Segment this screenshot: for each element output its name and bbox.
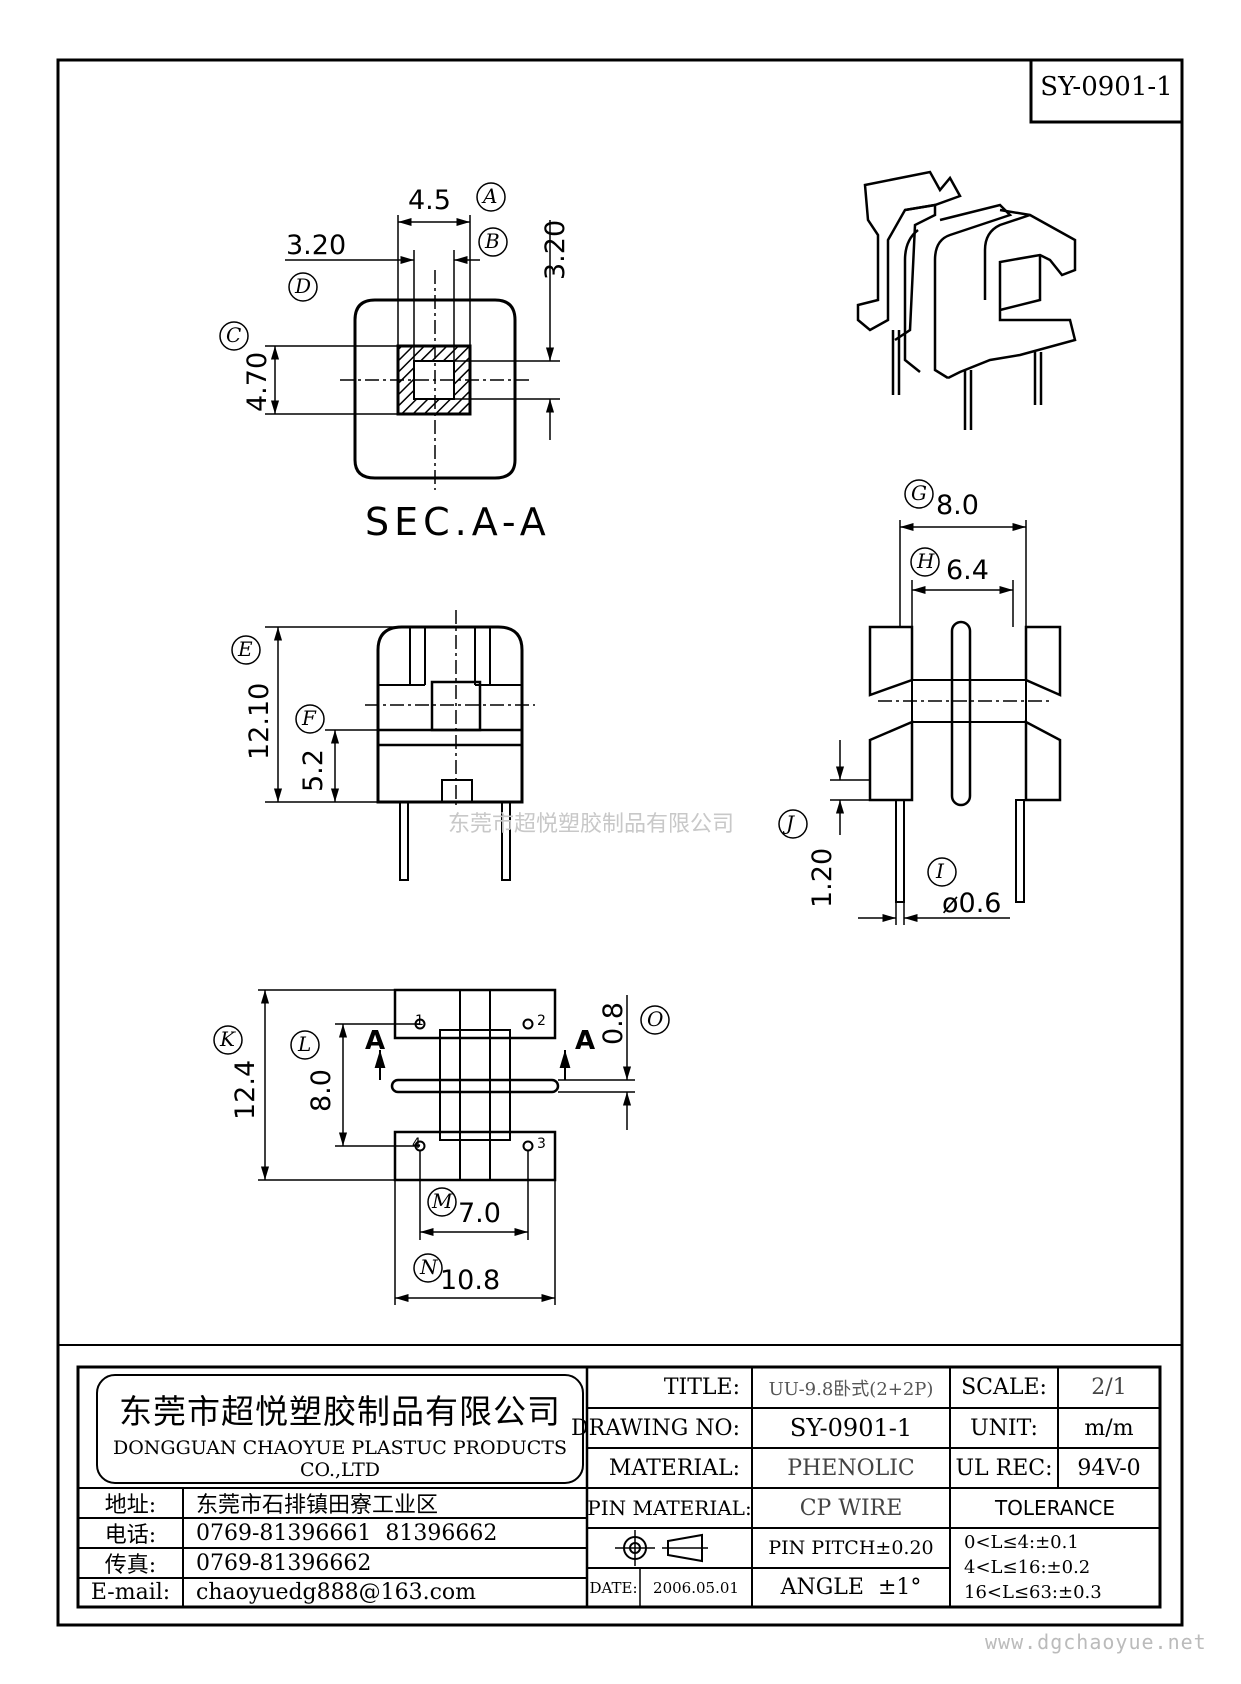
section-mark-left: A	[365, 1026, 386, 1056]
callout-j: J	[786, 811, 795, 835]
pin-material-label: PIN MATERIAL:	[587, 1496, 752, 1520]
callout-i: I	[936, 859, 944, 883]
dim-10-8: 10.8	[440, 1265, 501, 1296]
dim-0-8: 0.8	[598, 1002, 629, 1045]
callout-circles	[213, 182, 957, 1283]
section-view	[265, 215, 560, 490]
pin-material-value: CP WIRE	[799, 1495, 903, 1521]
phone-label: 电话:	[104, 1523, 157, 1548]
bottom-view	[258, 988, 635, 1305]
tolerance-label: TOLERANCE	[994, 1496, 1116, 1520]
address-value: 东莞市石排镇田寮工业区	[196, 1493, 439, 1518]
dim-pin-diameter: ø0.6	[942, 888, 1002, 919]
material-value: PHENOLIC	[787, 1455, 915, 1481]
tolerance-range-1: 0<L≤4:±0.1	[964, 1532, 1079, 1553]
dim-7-0: 7.0	[458, 1198, 501, 1229]
outer-border	[56, 58, 1184, 1627]
dim-6-4: 6.4	[946, 555, 989, 586]
unit-label: UNIT:	[970, 1415, 1038, 1441]
dim-3-20-horizontal: 3.20	[286, 230, 347, 261]
phone-value: 0769-81396661 81396662	[196, 1520, 498, 1546]
front-view	[265, 610, 535, 881]
drawing-number-box-text: SY-0901-1	[1040, 72, 1173, 102]
title-block-lines	[58, 1344, 1182, 1609]
callout-g: G	[911, 481, 927, 505]
section-mark-right: A	[575, 1026, 596, 1056]
callout-b: B	[485, 229, 500, 253]
ul-label: UL REC:	[955, 1455, 1053, 1481]
callout-k: K	[220, 1027, 235, 1051]
dim-8-0-width: 8.0	[936, 490, 979, 521]
callout-o: O	[647, 1007, 664, 1031]
company-name-cn: 东莞市超悦塑胶制品有限公司	[119, 1392, 561, 1431]
fax-label: 传真:	[104, 1553, 157, 1578]
isometric-view	[856, 170, 1077, 430]
dim-3-20-vertical: 3.20	[540, 219, 571, 280]
callout-n: N	[420, 1255, 438, 1279]
address-label: 地址:	[104, 1493, 157, 1518]
dim-4-5: 4.5	[408, 185, 451, 216]
pin-pitch: PIN PITCH±0.20	[768, 1537, 934, 1559]
section-title: SEC.A-A	[365, 500, 551, 544]
title-value: UU-9.8卧式(2+2P)	[768, 1378, 934, 1400]
pin-label-3: 3	[537, 1136, 546, 1152]
company-name-en: DONGGUAN CHAOYUE PLASTUC PRODUCTS CO.,LT…	[112, 1437, 567, 1481]
callout-e: E	[238, 637, 253, 661]
angle-tolerance: ANGLE ±1°	[780, 1575, 922, 1600]
watermark: 东莞市超悦塑胶制品有限公司	[448, 812, 735, 837]
callout-a: A	[483, 184, 498, 208]
dim-4-70: 4.70	[242, 351, 273, 412]
drawing-no-value: SY-0901-1	[789, 1414, 913, 1442]
pin-label-2: 2	[537, 1013, 546, 1029]
callout-f: F	[302, 706, 316, 730]
pin-label-1: 1	[415, 1013, 424, 1029]
scale-value: 2/1	[1091, 1375, 1127, 1400]
date-value: 2006.05.01	[653, 1578, 739, 1597]
callout-h: H	[917, 549, 935, 573]
ul-value: 94V-0	[1077, 1455, 1141, 1481]
scale-label: SCALE:	[961, 1375, 1047, 1400]
dim-5-2: 5.2	[298, 749, 329, 792]
dim-12-10: 12.10	[244, 682, 275, 760]
drawing-no-label: DRAWING NO:	[570, 1415, 740, 1441]
callout-c: C	[226, 323, 242, 347]
dim-12-4: 12.4	[230, 1059, 261, 1120]
email-value: chaoyuedg888@163.com	[196, 1580, 477, 1605]
drawing-no-box	[1029, 58, 1184, 124]
date-label: DATE:	[589, 1578, 638, 1597]
tolerance-range-3: 16<L≤63:±0.3	[964, 1582, 1102, 1603]
dim-1-20: 1.20	[807, 847, 838, 908]
dim-8-0-pitch: 8.0	[306, 1069, 337, 1112]
material-label: MATERIAL:	[608, 1455, 740, 1481]
unit-value: m/m	[1084, 1415, 1134, 1441]
callout-m: M	[432, 1189, 453, 1213]
callout-l: L	[298, 1032, 312, 1056]
footer-url[interactable]: www.dgchaoyue.net	[985, 1630, 1207, 1654]
tolerance-range-2: 4<L≤16:±0.2	[964, 1557, 1091, 1578]
fax-value: 0769-81396662	[196, 1550, 372, 1576]
email-label: E-mail:	[90, 1580, 171, 1605]
title-label: TITLE:	[663, 1375, 740, 1400]
callout-d: D	[295, 274, 312, 298]
side-view	[830, 520, 1062, 925]
pin-label-4: 4	[412, 1136, 421, 1152]
